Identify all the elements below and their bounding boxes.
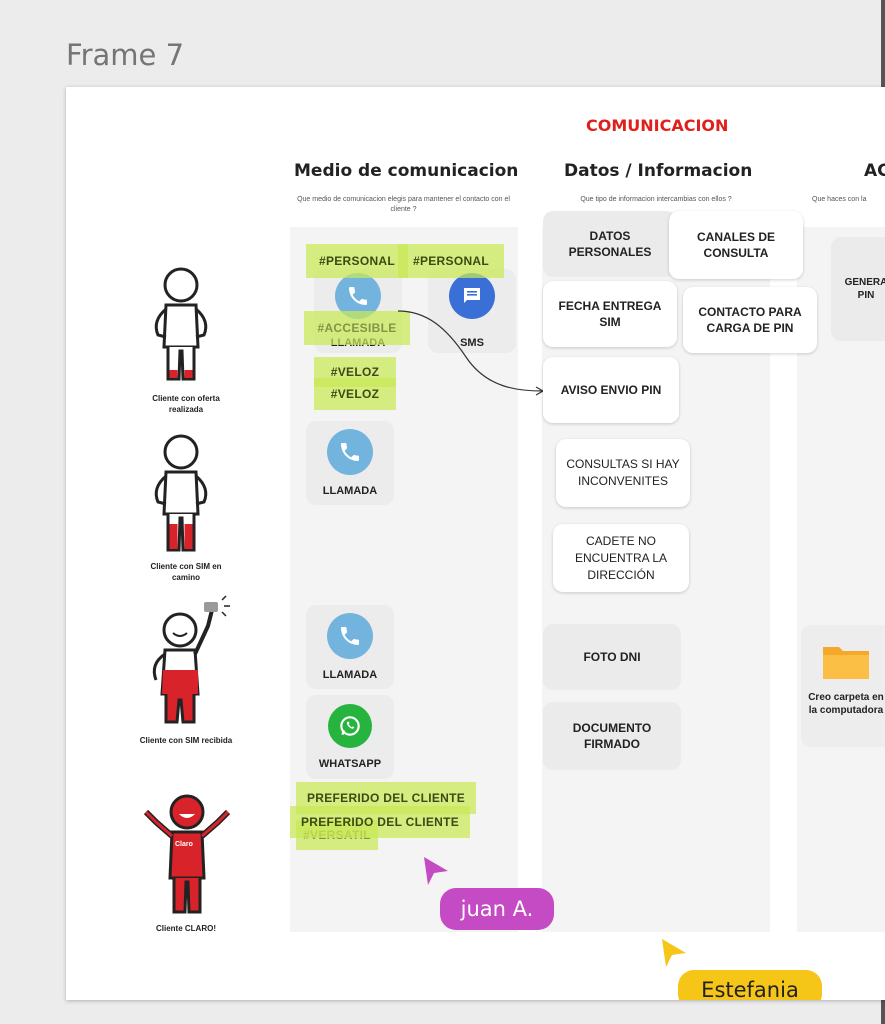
column-subtitle-acciones: Que haces con la	[812, 196, 867, 203]
channel-label-llamada-3: LLAMADA	[322, 669, 378, 681]
tag-accesible[interactable]: #ACCESIBLE	[304, 311, 410, 345]
cursor-label-estefania: Estefania	[678, 970, 822, 1000]
data-card-foto-dni[interactable]: FOTO DNI	[543, 624, 681, 690]
frame-title[interactable]: Frame 7	[66, 38, 185, 72]
action-card-label: GENERA PIN	[844, 277, 885, 301]
sms-icon	[449, 273, 495, 319]
action-card-label: Creo carpeta en la computadora	[808, 692, 884, 716]
tag-personal-2[interactable]: #PERSONAL	[398, 244, 504, 278]
board-title: COMUNICACION	[586, 116, 729, 135]
channel-label-llamada-2: LLAMADA	[322, 485, 378, 497]
folder-icon	[821, 641, 871, 686]
persona-claro-shirt-text: Claro	[175, 841, 193, 848]
data-card-aviso-pin[interactable]: AVISO ENVIO PIN	[543, 357, 679, 423]
column-header-datos: Datos / Informacion	[564, 161, 753, 181]
column-header-acciones: AC	[864, 161, 885, 181]
tag-personal-1[interactable]: #PERSONAL	[306, 244, 408, 278]
data-card-datos-personales[interactable]: DATOS PERSONALES	[543, 211, 677, 277]
connector-arrow[interactable]	[396, 307, 546, 397]
data-card-label: DOCUMENTO FIRMADO	[572, 721, 652, 751]
channel-label-whatsapp: WHATSAPP	[318, 758, 382, 770]
column-subtitle-medio: Que medio de comunicacion elegis para ma…	[297, 196, 510, 213]
data-card-contacto-pin[interactable]: CONTACTO PARA CARGA DE PIN	[683, 287, 817, 353]
channel-card-sms[interactable]: SMS	[428, 269, 516, 353]
channel-card-llamada-2[interactable]: LLAMADA	[306, 421, 394, 505]
data-card-label: AVISO ENVIO PIN	[560, 383, 662, 397]
data-card-cadete[interactable]: CADETE NO ENCUENTRA LA DIRECCIÓN	[553, 524, 689, 592]
data-card-fecha-entrega[interactable]: FECHA ENTREGA SIM	[543, 281, 677, 347]
data-card-label: CADETE NO ENCUENTRA LA DIRECCIÓN	[574, 533, 668, 582]
data-card-label: CANALES DE CONSULTA	[696, 230, 775, 260]
whatsapp-icon	[328, 704, 372, 748]
cursor-pointer-estefania-icon	[660, 937, 688, 974]
tag-preferido-2[interactable]: PREFERIDO DEL CLIENTE	[290, 806, 470, 838]
action-card-carpeta[interactable]: Creo carpeta en la computadora	[801, 625, 885, 747]
frame-canvas[interactable]: COMUNICACION Medio de comunicacion Datos…	[66, 87, 885, 1000]
tag-veloz-2[interactable]: #VELOZ	[314, 378, 396, 410]
phone-icon	[327, 613, 373, 659]
channel-card-whatsapp[interactable]: WHATSAPP	[306, 695, 394, 779]
persona-label-sim-recibida: Cliente con SIM recibida	[139, 736, 233, 745]
persona-sim-recibida-figure	[142, 592, 237, 732]
channel-card-llamada-3[interactable]: LLAMADA	[306, 605, 394, 689]
action-card-genera-pin[interactable]: GENERA PIN	[831, 237, 885, 341]
cursor-label-juan: juan A.	[440, 888, 554, 930]
persona-oferta-figure	[146, 265, 216, 390]
data-card-label: DATOS PERSONALES	[568, 229, 652, 259]
column-subtitle-datos: Que tipo de informacion intercambias con…	[580, 196, 732, 203]
persona-label-oferta: Cliente con oferta realizada	[152, 394, 220, 414]
persona-claro-figure	[142, 792, 232, 922]
data-card-label: FECHA ENTREGA SIM	[558, 299, 662, 329]
column-header-medio: Medio de comunicacion	[294, 161, 519, 181]
phone-icon	[327, 429, 373, 475]
cursor-pointer-juan-icon	[422, 855, 450, 892]
channel-label-sms: SMS	[460, 337, 484, 349]
persona-label-sim-camino: Cliente con SIM en camino	[150, 562, 222, 582]
data-card-label: FOTO DNI	[583, 650, 641, 664]
persona-label-claro: Cliente CLARO!	[156, 924, 216, 933]
data-card-label: CONSULTAS SI HAY INCONVENITES	[566, 457, 680, 488]
data-card-documento[interactable]: DOCUMENTO FIRMADO	[543, 702, 681, 770]
persona-sim-camino-figure	[146, 432, 216, 562]
data-card-consultas[interactable]: CONSULTAS SI HAY INCONVENITES	[556, 439, 690, 507]
data-card-canales-consulta[interactable]: CANALES DE CONSULTA	[669, 211, 803, 279]
data-card-label: CONTACTO PARA CARGA DE PIN	[698, 305, 802, 335]
